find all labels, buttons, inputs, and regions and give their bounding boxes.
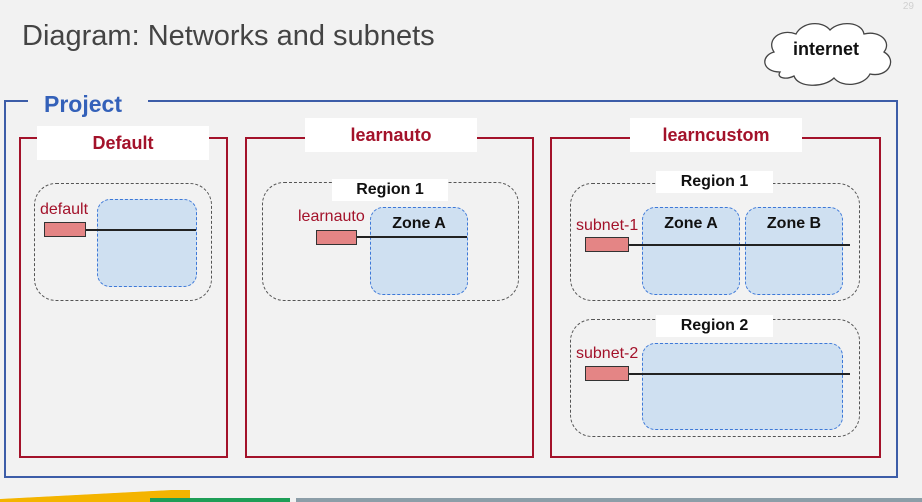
learnauto-subnet-line <box>356 236 467 238</box>
learnauto-zone-a: Zone A <box>370 207 468 295</box>
default-subnet <box>44 222 86 237</box>
cloud-icon <box>764 23 892 86</box>
learncustom-zone-b: Zone B <box>745 207 843 295</box>
learncustom-zone-a-label: Zone A <box>664 215 718 232</box>
learncustom-zone-b-label: Zone B <box>766 215 822 232</box>
default-subnet-label: default <box>40 201 89 218</box>
slide-title: Diagram: Networks and subnets <box>22 20 435 52</box>
learnauto-subnet-label: learnauto <box>298 208 365 225</box>
default-subnet-line <box>84 229 196 231</box>
learncustom-region-1-label: Region 1 <box>656 171 773 193</box>
footer-accent-yellow <box>0 490 190 502</box>
footer-accent-gray <box>296 498 922 502</box>
page-number: 29 <box>902 1 914 12</box>
subnet-2-line <box>628 373 850 375</box>
learnauto-subnet <box>316 230 357 245</box>
network-learncustom-label: learncustom <box>630 118 802 152</box>
subnet-1-label: subnet-1 <box>576 217 639 234</box>
subnet-1-line <box>628 244 850 246</box>
subnet-1 <box>585 237 629 252</box>
learncustom-region-2-zone <box>642 343 843 430</box>
learnauto-region-label: Region 1 <box>332 179 448 201</box>
learncustom-zone-a: Zone A <box>642 207 740 295</box>
learncustom-region-2-label: Region 2 <box>656 315 773 337</box>
network-learnauto-label: learnauto <box>305 118 477 152</box>
learnauto-zone-a-label: Zone A <box>392 215 446 232</box>
internet-label: internet <box>792 38 859 59</box>
project-container <box>4 100 898 478</box>
network-default-label: Default <box>37 126 209 160</box>
default-zone <box>97 199 197 287</box>
project-label: Project <box>28 87 148 119</box>
subnet-2 <box>585 366 629 381</box>
subnet-2-label: subnet-2 <box>576 345 639 362</box>
internet-cloud: internet <box>758 20 898 90</box>
footer-accent-green <box>150 498 290 502</box>
default-region <box>34 183 212 301</box>
